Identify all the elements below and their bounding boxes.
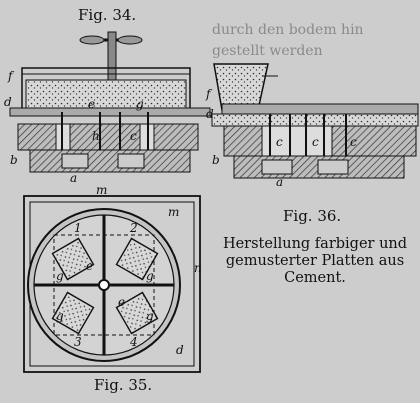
fig34-handle-left — [79, 35, 105, 45]
fig34-handle-right — [117, 35, 143, 45]
fig35-label-4: 4 — [129, 335, 138, 349]
fig35-mould-2 — [115, 237, 159, 281]
fig36-plate — [221, 103, 419, 115]
fig34-label: Fig. 34. — [78, 6, 137, 24]
fig36-hopper — [213, 63, 269, 111]
fig36-label-f: f — [205, 87, 213, 101]
fig35-label-n: n — [194, 261, 202, 275]
fig35-label-g3: g — [56, 309, 64, 323]
fig36-label-c3: c — [350, 135, 357, 149]
fig35-label-g1: g — [56, 269, 64, 283]
fig36-label-b: b — [212, 153, 220, 167]
fig35-label-e2: e — [118, 295, 125, 309]
bleed-text-1: durch den bodem hin — [212, 22, 364, 38]
fig35-label-d: d — [176, 343, 184, 357]
figure-caption: Herstellung farbiger und gemusterter Pla… — [212, 236, 418, 287]
fig36-label-d: d — [206, 107, 214, 121]
fig34-label-f: f — [7, 69, 15, 83]
caption-line-1: Herstellung farbiger und — [222, 236, 408, 252]
fig35-label-m1: m — [96, 183, 107, 197]
fig35-label: Fig. 35. — [94, 376, 153, 394]
fig34-label-g: g — [136, 97, 144, 111]
fig36-label-c1: c — [276, 135, 283, 149]
fig35-label-g4: g — [146, 309, 154, 323]
fig34-label-h: h — [92, 129, 100, 143]
fig35-label-2: 2 — [129, 221, 138, 235]
fig35-mould-4 — [115, 291, 159, 335]
fig36-drawing: f d b c c c a — [205, 63, 419, 189]
fig35-label-3: 3 — [74, 335, 82, 349]
fig36-label: Fig. 36. — [283, 207, 342, 225]
fig34-label-c: c — [130, 129, 137, 143]
fig35-label-1: 1 — [74, 221, 82, 235]
fig34-plate — [9, 107, 211, 117]
fig35-mould-3 — [51, 291, 95, 335]
fig35-label-m2: m — [168, 205, 179, 219]
caption-line-2: gemusterter Platten aus — [225, 253, 405, 269]
fig35-mould-1 — [51, 237, 95, 281]
fig36-label-c2: c — [312, 135, 319, 149]
fig34-base — [17, 123, 199, 151]
fig34-cement — [25, 79, 187, 109]
fig34-drawing: f d b e g h c a — [4, 31, 211, 185]
fig35-label-g2: g — [146, 269, 154, 283]
fig35-label-e1: e — [86, 259, 93, 273]
fig35-drawing: m m n d g g e e g g 1 2 3 4 — [23, 183, 202, 373]
fig34-footing — [29, 149, 191, 173]
caption-line-3: Cement. — [284, 270, 346, 286]
bleed-text-2: gestellt werden — [212, 43, 323, 59]
fig34-label-b: b — [10, 153, 18, 167]
fig36-label-a: a — [276, 175, 283, 189]
fig34-label-d: d — [4, 95, 12, 109]
fig34-label-a: a — [70, 171, 77, 185]
fig34-label-e: e — [88, 97, 95, 111]
